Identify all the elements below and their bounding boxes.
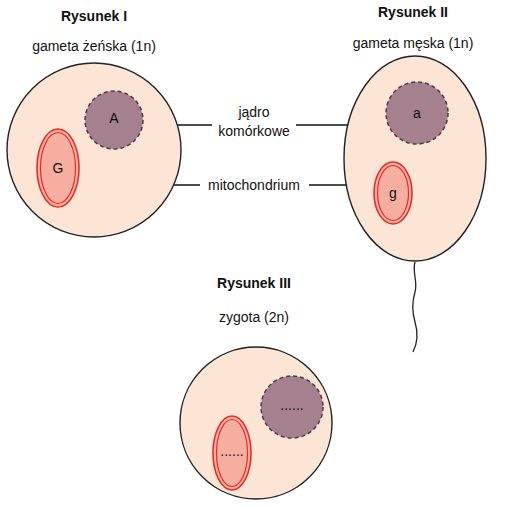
allele-letter: ...... [280, 397, 303, 414]
allele-letter: A [109, 110, 118, 127]
nuclear-envelope [85, 91, 143, 149]
mitochondrion: ...... [212, 415, 252, 491]
mitochondrion: g [373, 161, 413, 225]
cell-membrane [180, 347, 332, 499]
figure-title: Rysunek III [217, 275, 291, 292]
female-gamete: Rysunek Igameta żeńska (1n)AG [6, 62, 182, 238]
male-gamete: Rysunek IIgameta męska (1n)ag [343, 55, 487, 262]
cell-caption: gameta męska (1n) [353, 35, 474, 52]
structure-label: mitochondrium [194, 176, 314, 195]
mitochondrion: G [36, 128, 80, 208]
mito-inner-membrane [217, 420, 248, 487]
allele-letter: ...... [220, 443, 243, 460]
allele-letter: a [413, 105, 421, 122]
cell-nucleus: a [385, 81, 449, 145]
cell-outline [6, 62, 182, 238]
mito-outer-membrane [213, 416, 251, 490]
figure-title: Rysunek I [61, 8, 127, 25]
zygote: Rysunek IIIzygota (2n)............ [179, 346, 333, 500]
flagellum [413, 262, 417, 352]
cell-caption: gameta żeńska (1n) [32, 38, 156, 55]
cell-nucleus: A [84, 90, 144, 150]
allele-letter: g [389, 185, 397, 202]
mito-inner-membrane [378, 166, 409, 221]
allele-letter: G [53, 160, 64, 177]
cell-caption: zygota (2n) [219, 309, 289, 326]
cell-nucleus: ...... [260, 375, 324, 439]
mito-outer-membrane [37, 129, 79, 207]
nuclear-envelope [386, 82, 448, 144]
cell-membrane [344, 56, 486, 261]
mito-inner-membrane [41, 133, 76, 204]
figure-title: Rysunek II [378, 4, 448, 21]
nuclear-envelope [261, 376, 323, 438]
structure-label: jądro komórkowe [209, 103, 299, 141]
mito-outer-membrane [374, 162, 412, 224]
cell-membrane [7, 63, 181, 237]
